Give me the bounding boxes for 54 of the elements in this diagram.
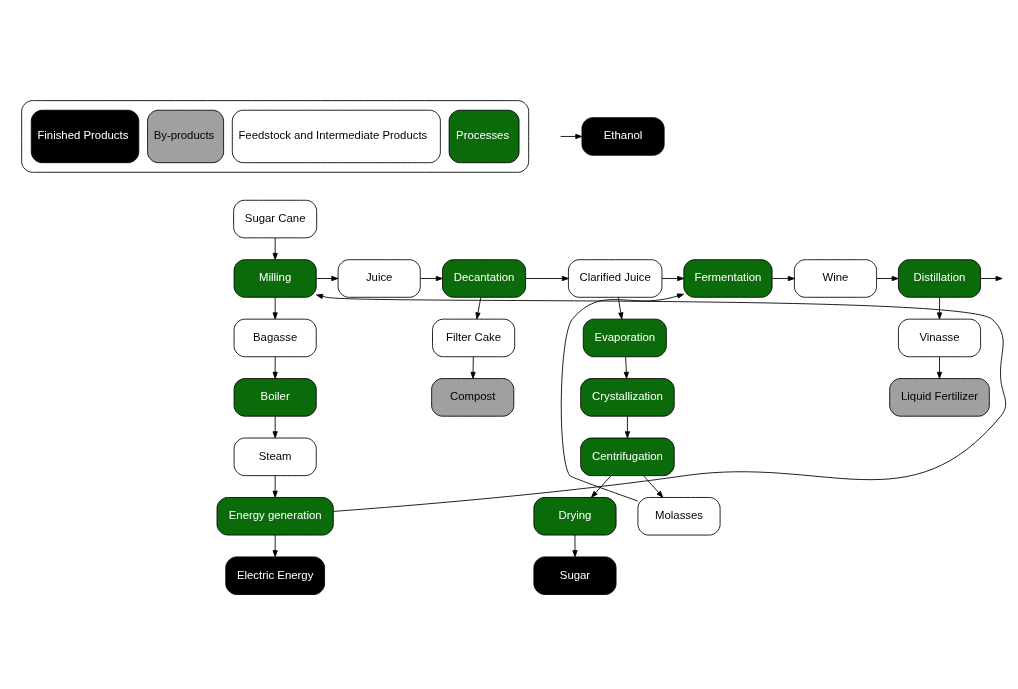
node-box: Energy generation — [216, 497, 334, 536]
node-box: Electric Energy — [225, 556, 325, 595]
arrow — [936, 296, 943, 320]
node-box: Filter Cake — [432, 318, 516, 358]
arrow — [572, 534, 578, 558]
node-box: Juice — [337, 259, 421, 298]
arrow — [560, 293, 685, 502]
arrow — [272, 356, 278, 379]
arrow — [936, 356, 943, 379]
arrow — [661, 275, 685, 282]
node-box: Sugar Cane — [233, 199, 318, 239]
node-box: Wine — [793, 259, 877, 298]
legend-label: Finished Products — [37, 129, 129, 142]
arrow — [272, 296, 278, 320]
arrow — [643, 475, 664, 498]
node-box: Clarified Juice — [568, 259, 663, 298]
arrow — [272, 237, 278, 260]
node-box: Evaporation — [582, 318, 667, 358]
node-box: Bagasse — [233, 318, 317, 358]
arrow — [980, 275, 1003, 282]
arrow — [772, 275, 795, 282]
node-box: Liquid Fertilizer — [889, 378, 990, 417]
node-box: Milling — [233, 259, 317, 298]
node-box: Compost — [431, 378, 515, 417]
arrow — [623, 356, 629, 379]
node-box: Sugar — [533, 556, 617, 595]
node-box: Steam — [233, 437, 317, 477]
node-box: Vinasse — [898, 318, 982, 358]
arrow — [272, 534, 278, 558]
node-box: Centrifugation — [580, 437, 675, 477]
node-box: Drying — [533, 497, 617, 536]
legend-label: Feedstock and Intermediate Products — [238, 129, 428, 142]
arrow — [470, 356, 476, 379]
arrow — [525, 275, 569, 282]
node-box: Boiler — [233, 378, 317, 417]
node-box: Decantation — [442, 259, 527, 298]
arrow — [272, 415, 278, 439]
arrow — [624, 415, 630, 439]
arrow — [560, 133, 583, 140]
legend-label: Processes — [456, 129, 510, 142]
arrow — [617, 296, 624, 320]
node-box: Ethanol — [581, 117, 665, 156]
node-box: Molasses — [637, 497, 721, 536]
node-box: Fermentation — [683, 259, 773, 298]
arrow — [316, 275, 339, 282]
arrow — [420, 275, 443, 282]
node-box: Distillation — [898, 259, 982, 298]
arrow — [591, 475, 612, 498]
arrow — [475, 296, 482, 320]
legend-label: By-products — [153, 129, 215, 142]
arrow — [272, 475, 278, 498]
arrow — [316, 293, 1007, 512]
arrow — [876, 275, 899, 282]
node-box: Crystallization — [580, 378, 675, 417]
